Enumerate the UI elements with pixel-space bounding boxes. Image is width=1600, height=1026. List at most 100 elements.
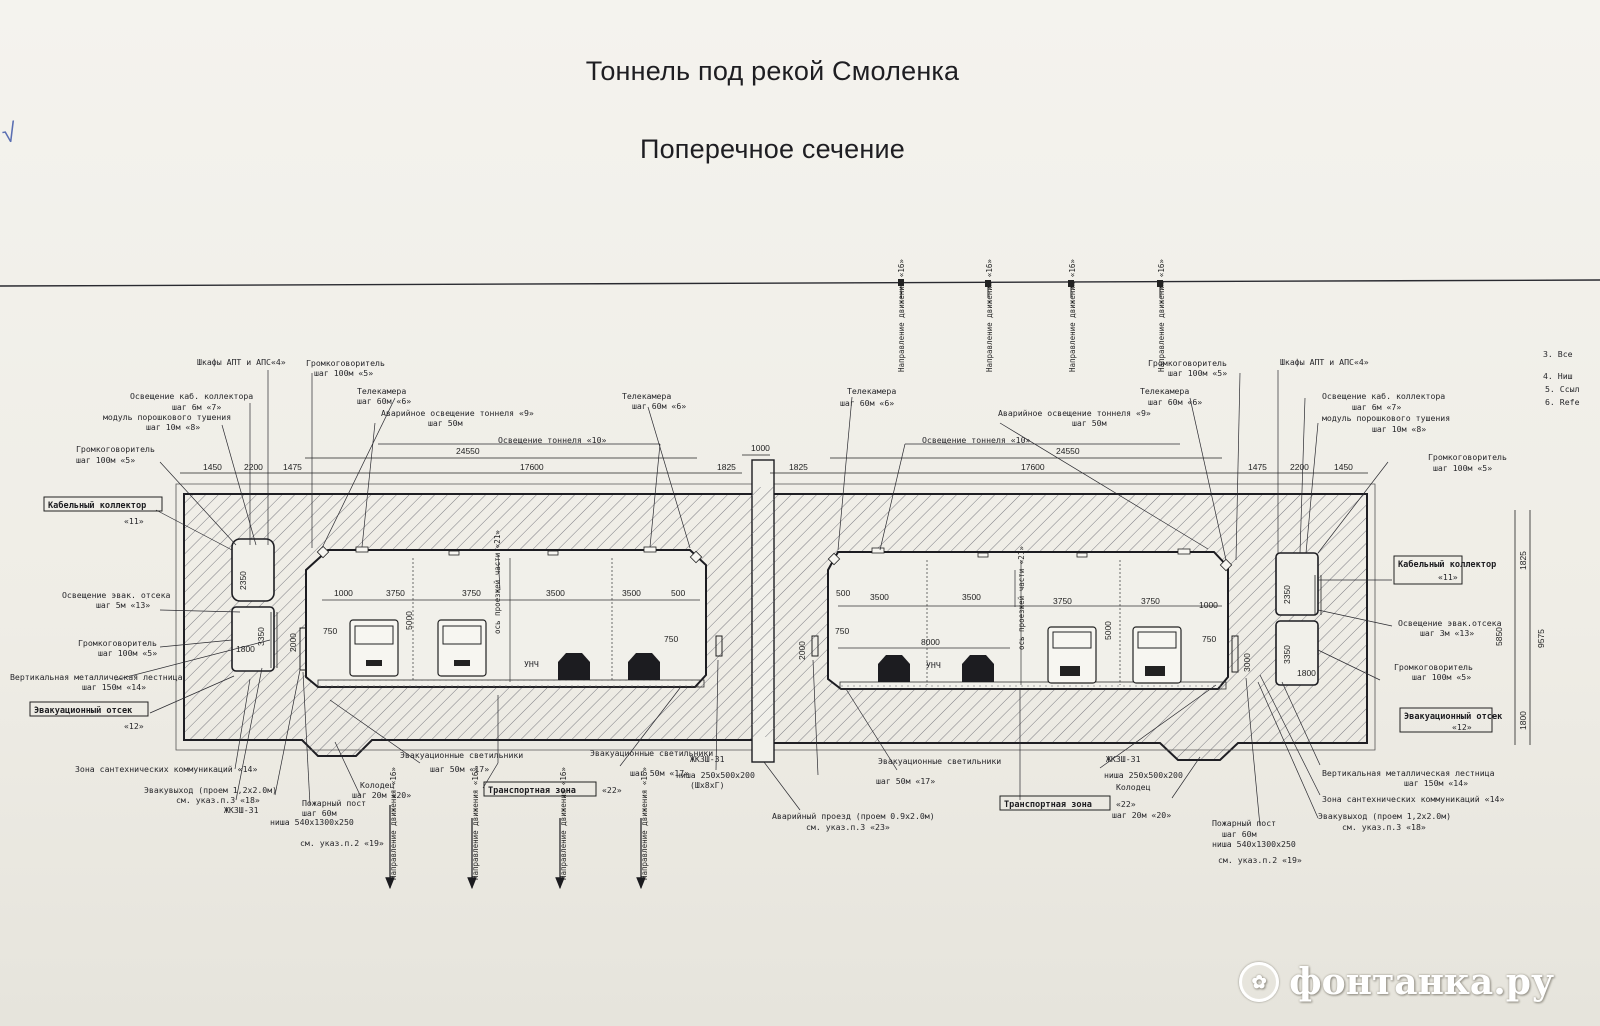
- label-pcv: ЖКЗШ-31: [224, 805, 259, 815]
- label-osv-kab-step: шаг 6м «7»: [172, 402, 221, 412]
- dimension-label: 3500: [546, 588, 565, 598]
- label-os-proezj: ось проезжей части «21»: [1017, 546, 1026, 650]
- direction-label: Направление движения «16»: [985, 259, 994, 372]
- label-pozh-step: шаг 60м: [1222, 829, 1257, 839]
- label-telekam2: Телекамера: [622, 391, 671, 401]
- label-evakovyhod-ref: см. указ.п.3 «18»: [1342, 822, 1426, 832]
- note: 5. Ссыл: [1545, 384, 1580, 394]
- direction-marker: Направление движения «16»: [985, 259, 994, 372]
- dimension-label: 1475: [1248, 462, 1267, 472]
- label-pozh-post: Пожарный пост: [302, 798, 366, 808]
- dimension-label-center: 1000: [751, 443, 770, 453]
- dimension-label: 17600: [520, 462, 544, 472]
- label-avar-proezd: Аварийный проезд (проем 0.9х2.0м): [772, 811, 935, 821]
- label-pcv2-sh: (Шх8хГ): [690, 780, 725, 790]
- label-evak-num: «12»: [1452, 722, 1472, 732]
- label-osv-tonn: Освещение тоннеля «10»: [922, 435, 1031, 445]
- dimension-label: 8000: [921, 637, 940, 647]
- page-title: Тоннель под рекой Смоленка: [585, 56, 960, 86]
- label-osv-evak-step: шаг 3м «13»: [1420, 628, 1474, 638]
- label-gromk1: Громкоговоритель: [1428, 452, 1507, 462]
- label-pozh-step: шаг 60м: [302, 808, 337, 818]
- dimension-label: 1000: [334, 588, 353, 598]
- label-pozh-ref: см. указ.п.2 «19»: [300, 838, 384, 848]
- label-evak-svet: Эвакуационные светильники: [878, 756, 1001, 766]
- right-inner-dimensions: 500 3500 3500 3750 3750 1000 750 750 500…: [797, 585, 1316, 678]
- right-notes: 3. Все 4. Ниш 5. Ссыл 6. Refe: [1543, 349, 1580, 407]
- label-modul-step: шаг 10м «8»: [146, 422, 200, 432]
- dimension-label: 1800: [1297, 668, 1316, 678]
- label-kab-koll: Кабельный коллектор: [48, 500, 146, 511]
- top-dimensions-left: 1450 2200 1475 24550 17600 1825: [203, 446, 736, 472]
- label-gromk-top: Громкоговоритель: [306, 358, 385, 368]
- truck-right-2: [1132, 626, 1182, 684]
- label-telekam2-step: шаг 60м «6»: [1148, 397, 1202, 407]
- dimension-label: 3350: [256, 627, 266, 646]
- dimension-label: 24550: [1056, 446, 1080, 456]
- label-telekam1: Телекамера: [357, 386, 406, 396]
- label-pcv: ЖКЗШ-31: [1106, 754, 1141, 764]
- cable-collector-box: [43, 496, 163, 512]
- bottom-direction-arrows: Направление движения «16» Направление дв…: [385, 767, 649, 890]
- right-evac-compartment: [1275, 620, 1319, 686]
- label-transp-zona: Транспортная зона: [1004, 800, 1092, 810]
- label-pcv2: ЖКЗШ-31: [690, 754, 725, 764]
- page-subtitle: Поперечное сечение: [639, 134, 906, 164]
- label-lestnica: Вертикальная металлическая лестница: [10, 672, 183, 682]
- label-shkafy: Шкафы АПТ и АПС«4»: [197, 357, 286, 367]
- dimension-label: 2200: [1290, 462, 1309, 472]
- evac-compartment-box-right: [1399, 707, 1493, 733]
- bus-left-1: [349, 619, 399, 677]
- dimension-label: 3750: [1141, 596, 1160, 606]
- label-evakovyhod: Эвакувыход (проем 1,2х2.0м): [144, 785, 277, 795]
- top-dimensions-right: 1825 24550 17600 1475 2200 1450: [789, 446, 1353, 472]
- direction-label: Направление движения «16»: [897, 259, 906, 372]
- left-annotations: Шкафы АПТ и АПС«4» Освещение каб. коллек…: [10, 357, 755, 848]
- label-evak-svet: Эвакуационные светильники: [400, 750, 523, 760]
- direction-marker: Направление движения «16»: [1157, 259, 1166, 372]
- dimension-label: 2200: [244, 462, 263, 472]
- label-transp-num: «22»: [1116, 799, 1136, 809]
- label-gromk1-step: шаг 100м «5»: [76, 455, 135, 465]
- label-osv-tonn: Освещение тоннеля «10»: [498, 435, 607, 445]
- label-transp-zona: Транспортная зона: [488, 786, 576, 796]
- dimension-label: 3000: [1242, 653, 1252, 672]
- label-avar-ref: см. указ.п.3 «23»: [806, 822, 890, 832]
- label-gromk2-step: шаг 100м «5»: [98, 648, 157, 658]
- dimension-label: 750: [1202, 634, 1216, 644]
- dimension-label: 1825: [1518, 551, 1528, 570]
- direction-label: Направление движения «16»: [471, 767, 480, 880]
- label-kab-koll-num: «11»: [1438, 572, 1458, 582]
- label-unch: УНЧ: [524, 659, 539, 669]
- dimension-label: 3750: [462, 588, 481, 598]
- dimension-label: 3750: [386, 588, 405, 598]
- dimension-label: 1450: [1334, 462, 1353, 472]
- label-zona-sant: Зона сантехнических коммуникаций «14»: [1322, 794, 1504, 804]
- label-modul: модуль порошкового тушения: [103, 412, 231, 422]
- label-telekam2-step: шаг 60м «6»: [632, 401, 686, 411]
- dimension-label: 750: [323, 626, 337, 636]
- label-evak-svet-step: шаг 50м «17»: [430, 764, 489, 774]
- direction-label: Направление движения «16»: [559, 767, 568, 880]
- label-avar-osv: Аварийное освещение тоннеля «9»: [998, 408, 1151, 418]
- direction-label: Направление движения «16»: [1068, 259, 1077, 372]
- dimension-label: 5850: [1494, 627, 1504, 646]
- dimension-label: 3500: [622, 588, 641, 598]
- label-osv-evak: Освещение эвак. отсека: [62, 590, 171, 600]
- direction-arrow: Направление движения «16»: [636, 767, 649, 890]
- label-gromk-top-step: шаг 100м «5»: [314, 368, 373, 378]
- right-vertical-dimensions: 1825 5850 9575 1800: [1494, 551, 1546, 730]
- dimension-label: 17600: [1021, 462, 1045, 472]
- label-kolodec-step: шаг 20м «20»: [1112, 810, 1171, 820]
- leader-lines: [114, 370, 1393, 827]
- label-osv-kab: Освещение каб. коллектора: [1322, 391, 1445, 401]
- note: 6. Refe: [1545, 397, 1580, 407]
- label-avar-osv-step: шаг 50м: [1072, 418, 1107, 428]
- label-gromk2: Громкоговоритель: [1394, 662, 1473, 672]
- direction-label: Направление движения «16»: [389, 767, 398, 880]
- label-evakovyhod-ref: см. указ.п.3 «18»: [176, 795, 260, 805]
- dimension-label: 9575: [1536, 629, 1546, 648]
- dimension-label: 1825: [789, 462, 808, 472]
- label-avar-osv-step: шаг 50м: [428, 418, 463, 428]
